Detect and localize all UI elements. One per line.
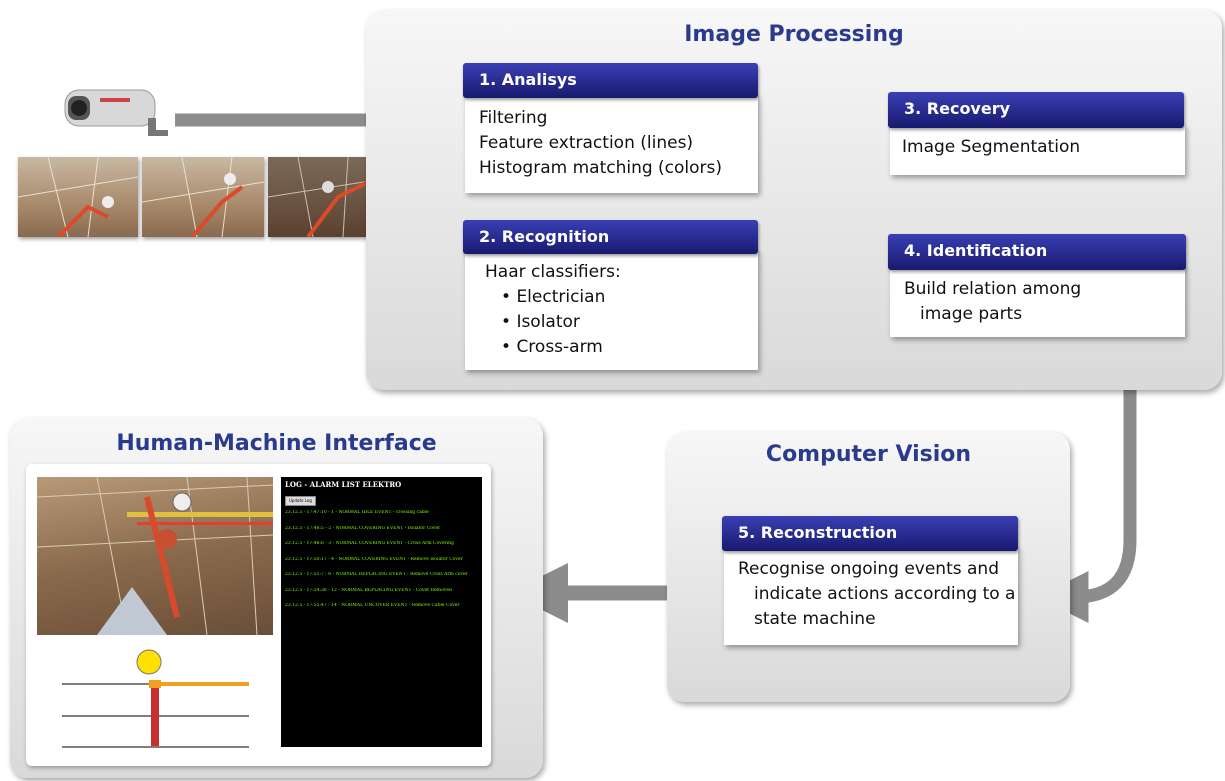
reconstruction-line: Recognise ongoing events and xyxy=(738,559,999,579)
update-log-button[interactable]: Update Log xyxy=(285,496,316,506)
log-list: 23.12.5 - 17:47:10 - 1 - NORMAL IDLE EVE… xyxy=(285,510,479,619)
identification-line: Build relation among xyxy=(904,279,1082,299)
log-entry: 23.12.5 - 17:50:17 - 4 - NORMAL COVERING… xyxy=(285,556,463,562)
reconstruction-box: Recognise ongoing events and indicate ac… xyxy=(724,547,1018,645)
identification-to-reconstruction-arrow xyxy=(1036,345,1137,623)
analysis-line: Filtering xyxy=(479,108,548,128)
recovery-text: Image Segmentation xyxy=(902,137,1081,157)
identification-content: Build relation among image parts xyxy=(904,277,1081,327)
recognition-item: Cross-arm xyxy=(485,335,621,360)
log-entry: 23.12.5 - 17:55:47 - 14 - NORMAL UNCOVER… xyxy=(285,603,460,608)
log-entry: 23.12.5 - 17:47:10 - 1 - NORMAL IDLE EVE… xyxy=(285,510,429,515)
recognition-content: Haar classifiers: Electrician Isolator C… xyxy=(485,260,621,360)
log-entry: 23.12.5 - 17:54:36 - 12 - NORMAL REPLACI… xyxy=(285,587,452,593)
identification-box: Build relation among image parts xyxy=(890,267,1185,337)
recognition-intro: Haar classifiers: xyxy=(485,262,621,282)
analysis-box: Filtering Feature extraction (lines) His… xyxy=(465,95,758,193)
reconstruction-line: state machine xyxy=(754,609,876,629)
recognition-header: 2. Recognition xyxy=(463,220,758,254)
log-title: LOG - ALARM LIST ELEKTRO xyxy=(285,480,402,489)
hmi-camera-view xyxy=(37,477,273,635)
analysis-content: Filtering Feature extraction (lines) His… xyxy=(479,106,722,181)
identification-line: image parts xyxy=(920,304,1023,324)
panel-title: Image Processing xyxy=(684,22,904,47)
log-entry: 23.12.5 - 17:48:5 - 2 - NORMAL COVERING … xyxy=(285,525,441,531)
recognition-item: Electrician xyxy=(485,285,621,310)
reconstruction-content: Recognise ongoing events and indicate ac… xyxy=(738,557,1015,632)
reconstruction-line: indicate actions according to a xyxy=(754,584,1016,604)
camera-icon xyxy=(60,86,170,138)
panel-title: Computer Vision xyxy=(765,442,972,467)
alarm-log-window: LOG - ALARM LIST ELEKTRO Update Log 23.1… xyxy=(281,477,482,747)
camera-frame-2 xyxy=(141,156,265,239)
hmi-state-indicator xyxy=(37,642,273,758)
log-entry: 23.12.5 - 17:48:6 - 3 - NORMAL COVERING … xyxy=(285,541,454,546)
recognition-box: Haar classifiers: Electrician Isolator C… xyxy=(465,250,758,370)
camera-frame-1 xyxy=(17,156,139,239)
log-entry: 23.12.5 - 17:51:7 - 6 - NORMAL REPLACING… xyxy=(285,572,468,577)
panel-title: Human-Machine Interface xyxy=(116,431,437,456)
status-indicator-light xyxy=(136,649,162,675)
identification-header: 4. Identification xyxy=(888,234,1186,270)
analysis-line: Histogram matching (colors) xyxy=(479,158,723,178)
reconstruction-header: 5. Reconstruction xyxy=(722,516,1018,551)
recovery-box: Image Segmentation xyxy=(890,125,1185,175)
recognition-item: Isolator xyxy=(485,310,621,335)
recovery-header: 3. Recovery xyxy=(888,92,1184,128)
analysis-header: 1. Analisys xyxy=(463,63,758,98)
analysis-line: Feature extraction (lines) xyxy=(479,133,694,153)
camera-frame-3 xyxy=(267,156,384,239)
